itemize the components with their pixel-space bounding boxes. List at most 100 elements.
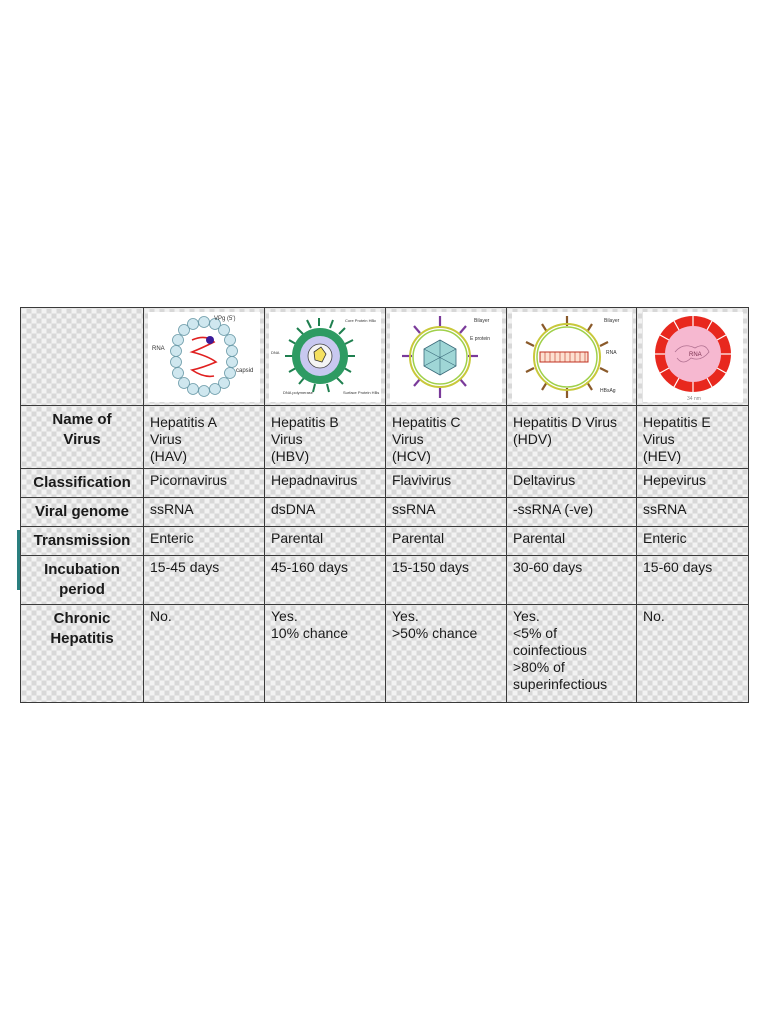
row-header-genome: Viral genome [20,497,144,527]
hbv-chronic-line2: 10% chance [271,625,349,641]
row-header-classification: Classification [20,468,144,498]
row-header-incubation: Incubation period [20,555,144,605]
hdv-name-cell: Hepatitis D Virus (HDV) [506,405,637,469]
hbv-name-line1: Hepatitis B [271,414,339,430]
hepatitis-comparison-table: VPg (5') RNA capsid [20,307,749,703]
hbv-virus-image: Core Protein HBc DNA DNA polymerase Surf… [269,311,381,402]
hdv-name-line1: Hepatitis D Virus [513,414,618,430]
hev-image-cell: RNA 34 nm [636,307,749,406]
hcv-name-cell: Hepatitis C Virus (HCV) [385,405,507,469]
hav-name-cell: Hepatitis A Virus (HAV) [143,405,265,469]
row-header-chronic-line1: Chronic [53,610,111,627]
hdv-transmission: Parental [506,526,637,556]
hcv-incubation: 15-150 days [385,555,507,605]
hev-genome: ssRNA [636,497,749,527]
hdv-chronic-line2: <5% of [513,625,557,641]
hav-chronic-line1: No. [150,608,172,624]
hcv-chronic-line1: Yes. [392,608,419,624]
hcv-chronic: Yes. >50% chance [385,604,507,703]
hbv-image-cell: Core Protein HBc DNA DNA polymerase Surf… [264,307,386,406]
hev-transmission: Enteric [636,526,749,556]
left-accent-bar [17,530,20,590]
hbv-classification: Hepadnavirus [264,468,386,498]
hcv-name-line1: Hepatitis C [392,414,461,430]
hav-incubation: 15-45 days [143,555,265,605]
hdv-chronic: Yes. <5% of coinfectious >80% of superin… [506,604,637,703]
hav-name-line3: (HAV) [150,448,188,464]
hev-name-cell: Hepatitis E Virus (HEV) [636,405,749,469]
hbv-label-core: Core Protein HBc [345,318,376,323]
row-header-incubation-line1: Incubation [44,561,120,578]
hdv-label-bilayer: Bilayer [604,318,620,324]
hdv-label-rna: RNA [606,350,617,356]
hbv-chronic-line1: Yes. [271,608,298,624]
hav-genome: ssRNA [143,497,265,527]
hev-incubation: 15-60 days [636,555,749,605]
table-row-genome: Viral genome ssRNA dsDNA ssRNA -ssRNA (-… [20,497,749,527]
table-row-incubation: Incubation period 15-45 days 45-160 days… [20,555,749,605]
row-header-chronic-line2: Hepatitis [50,630,114,647]
hav-virus-image: VPg (5') RNA capsid [148,311,260,402]
row-header-name-line2: Virus [63,431,101,448]
hbv-genome: dsDNA [264,497,386,527]
hdv-virus-image: Bilayer RNA HBsAg [511,311,632,402]
hdv-chronic-line4: >80% of [513,659,565,675]
hev-name-line1: Hepatitis E [643,414,711,430]
hev-classification: Hepevirus [636,468,749,498]
corner-cell [20,307,144,406]
table-container: VPg (5') RNA capsid [20,307,749,703]
hav-label-capsid: capsid [236,368,253,374]
hev-virus-image: RNA 34 nm [642,311,743,402]
row-header-chronic: Chronic Hepatitis [20,604,144,703]
table-row-classification: Classification Picornavirus Hepadnavirus… [20,468,749,498]
hev-chronic-line1: No. [643,608,665,624]
hev-name-line3: (HEV) [643,448,682,464]
hav-image-cell: VPg (5') RNA capsid [143,307,265,406]
hcv-image-cell: Bilayer E protein [385,307,507,406]
hev-label-size: 34 nm [687,396,701,402]
hav-name-line1: Hepatitis A [150,414,217,430]
hcv-label-eprotein: E protein [470,336,490,342]
row-header-incubation-line2: period [59,581,105,598]
hbv-transmission: Parental [264,526,386,556]
hbv-label-dna: DNA [271,350,280,355]
table-row-images: VPg (5') RNA capsid [20,307,749,406]
hbv-name-line2: Virus [271,431,303,447]
hav-label-rna: RNA [152,346,165,352]
hav-classification: Picornavirus [143,468,265,498]
table-row-transmission: Transmission Enteric Parental Parental P… [20,526,749,556]
row-header-name: Name of Virus [20,405,144,469]
hcv-genome: ssRNA [385,497,507,527]
hcv-classification: Flavivirus [385,468,507,498]
hdv-chronic-line1: Yes. [513,608,540,624]
hcv-virus-image: Bilayer E protein [390,311,502,402]
table-row-chronic: Chronic Hepatitis No. Yes. 10% chance Ye… [20,604,749,703]
hev-chronic: No. [636,604,749,703]
hdv-classification: Deltavirus [506,468,637,498]
hdv-image-cell: Bilayer RNA HBsAg [506,307,637,406]
hbv-label-polymerase: DNA polymerase [283,390,314,395]
hcv-chronic-line2: >50% chance [392,625,478,641]
hdv-genome: -ssRNA (-ve) [506,497,637,527]
hcv-transmission: Parental [385,526,507,556]
hcv-name-line2: Virus [392,431,424,447]
hbv-chronic: Yes. 10% chance [264,604,386,703]
hdv-chronic-line5: superinfectious [513,676,608,692]
hav-chronic: No. [143,604,265,703]
hev-label-rna: RNA [689,352,702,358]
hdv-chronic-line3: coinfectious [513,642,587,658]
hdv-incubation: 30-60 days [506,555,637,605]
row-header-name-line1: Name of [52,411,112,428]
hdv-label-hbsag: HBsAg [600,388,616,394]
row-header-transmission: Transmission [20,526,144,556]
hcv-name-line3: (HCV) [392,448,431,464]
hbv-incubation: 45-160 days [264,555,386,605]
hav-label-vpg: VPg (5') [214,316,236,322]
hav-name-line2: Virus [150,431,182,447]
hdv-name-line2: (HDV) [513,431,552,447]
hav-transmission: Enteric [143,526,265,556]
hcv-label-bilayer: Bilayer [474,318,490,324]
hev-name-line2: Virus [643,431,675,447]
hbv-label-surface: Surface Protein HBs [343,390,379,395]
